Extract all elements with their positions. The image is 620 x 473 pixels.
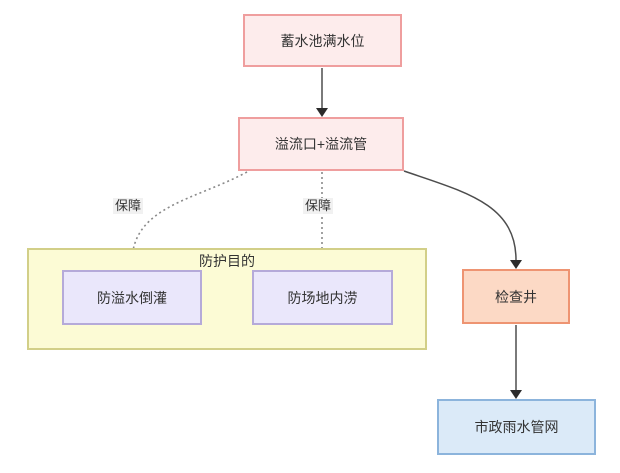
protection-purpose-group-title: 防护目的 xyxy=(199,253,255,269)
edge-overflow-backflow xyxy=(131,171,248,261)
node-overflow-outlet-pipe[interactable]: 溢流口+溢流管 xyxy=(238,117,404,171)
node-label: 防场地内涝 xyxy=(287,289,358,306)
node-label: 蓄水池满水位 xyxy=(280,32,365,49)
node-anti-waterlogging[interactable]: 防场地内涝 xyxy=(252,270,393,325)
node-anti-backflow[interactable]: 防溢水倒灌 xyxy=(62,270,202,325)
node-inspection-well[interactable]: 检查井 xyxy=(462,269,570,324)
arrowhead-inspection xyxy=(510,260,522,269)
edge-label-guarantee-left: 保障 xyxy=(113,198,144,214)
node-label: 防溢水倒灌 xyxy=(97,289,167,306)
edge-label-guarantee-right: 保障 xyxy=(303,198,334,214)
node-label: 市政雨水管网 xyxy=(474,419,559,435)
node-label: 溢流口+溢流管 xyxy=(274,136,368,152)
node-municipal-rainwater-network[interactable]: 市政雨水管网 xyxy=(437,399,596,455)
arrowhead-municipal xyxy=(510,390,522,399)
node-label: 检查井 xyxy=(495,288,537,305)
arrowhead-overflow xyxy=(316,108,328,117)
edge-overflow-inspection xyxy=(403,170,517,261)
node-reservoir-full-water-level[interactable]: 蓄水池满水位 xyxy=(243,14,402,67)
